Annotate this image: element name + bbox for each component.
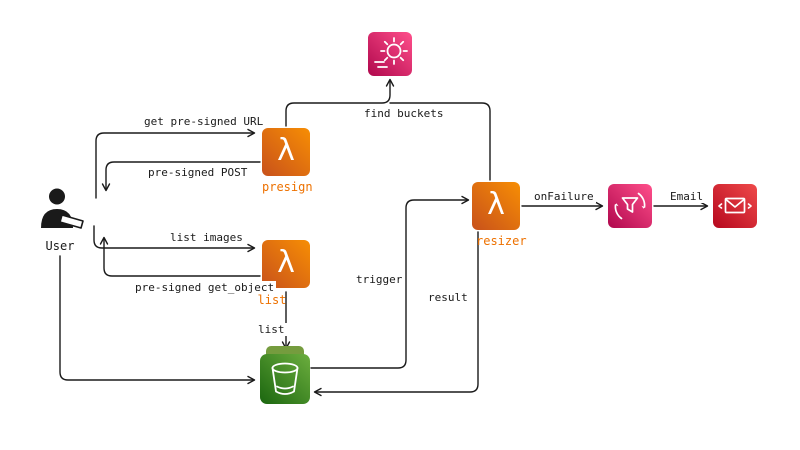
edge-label-find-buckets: find buckets <box>362 107 446 120</box>
edge-label-trigger: trigger <box>354 273 405 286</box>
list-label: list <box>257 293 287 307</box>
lambda-glyph: λ <box>487 186 505 222</box>
envelope-icon <box>718 197 752 214</box>
filter-sync-icon <box>614 192 646 220</box>
edge-presign-to-finder <box>285 78 395 127</box>
s3-bucket-icon[interactable] <box>260 354 310 404</box>
edge-presigned-post <box>101 161 261 192</box>
lambda-glyph: λ <box>277 132 295 168</box>
presign-label: presign <box>262 180 313 194</box>
edge-label-get-presigned-url: get pre-signed URL <box>142 115 266 128</box>
gear-service-icon[interactable] <box>368 32 412 76</box>
edge-label-email: Email <box>668 190 706 203</box>
edge-user-to-bucket <box>59 255 256 385</box>
edge-label-presigned-get-object: pre-signed get_object <box>133 281 277 294</box>
edge-get-presigned-url <box>95 128 256 199</box>
gear-icon <box>374 37 408 68</box>
user-icon[interactable] <box>36 186 88 238</box>
edge-label-presigned-post: pre-signed POST <box>146 166 250 179</box>
lambda-resizer-icon[interactable]: λ <box>472 182 520 230</box>
lambda-glyph: λ <box>277 244 295 280</box>
edge-label-result: result <box>426 291 470 304</box>
email-icon[interactable] <box>713 184 757 228</box>
bucket-icon <box>271 362 299 395</box>
lambda-presign-icon[interactable]: λ <box>262 128 310 176</box>
edge-label-list-images: list images <box>168 231 245 244</box>
sns-icon[interactable] <box>608 184 652 228</box>
edge-label-list: list <box>256 323 287 336</box>
edge-resizer-to-finder <box>389 102 491 181</box>
edge-trigger <box>310 195 470 369</box>
resizer-label: resizer <box>476 234 527 248</box>
edge-list-images <box>93 225 256 253</box>
edge-label-on-failure: onFailure <box>532 190 596 203</box>
person-at-laptop-icon <box>41 188 84 229</box>
lambda-list-icon[interactable]: λ <box>262 240 310 288</box>
edge-result <box>313 231 479 397</box>
edge-presigned-get-object <box>99 236 261 277</box>
user-label: User <box>45 239 75 253</box>
